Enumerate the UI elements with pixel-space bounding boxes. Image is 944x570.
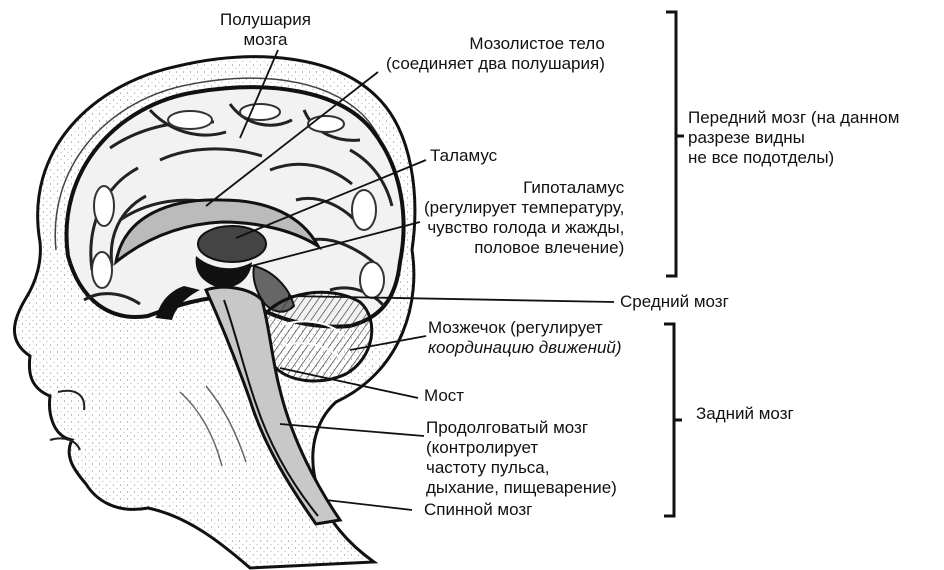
leader-cerebellum (349, 335, 427, 351)
leader-corpus-callosum (205, 71, 379, 207)
label-midbrain: Средний мозг (620, 292, 729, 311)
deep-structures (113, 198, 323, 320)
brainstem (179, 285, 343, 526)
leader-pons (279, 367, 419, 399)
leader-spinal-cord (325, 499, 413, 511)
label-cerebellum: Мозжечок (регулирует координацию движени… (428, 318, 622, 357)
label-pons: Мост (424, 386, 465, 405)
label-spinal-cord: Спинной мозг (424, 500, 533, 519)
leader-medulla (279, 423, 425, 437)
label-hindbrain: Задний мозг (696, 404, 794, 423)
leader-hypothalamus (235, 221, 421, 271)
leader-midbrain (287, 295, 615, 303)
label-medulla: Продолговатый мозг (контролирует частоту… (426, 418, 617, 497)
label-thalamus: Таламус (430, 146, 498, 165)
bracket-forebrain (666, 10, 684, 278)
label-hemispheres: Полушария мозга (220, 10, 311, 49)
leader-lines (205, 49, 615, 511)
label-forebrain: Передний мозг (на данном разрезе видны н… (688, 108, 900, 167)
label-hypothalamus: Гипоталамус (регулирует температуру, чув… (424, 178, 625, 257)
leader-hemispheres (239, 49, 279, 139)
leader-thalamus (235, 159, 427, 239)
label-corpus-callosum: Мозолистое тело (соединяет два полушария… (386, 34, 605, 73)
bracket-hindbrain (664, 322, 682, 518)
